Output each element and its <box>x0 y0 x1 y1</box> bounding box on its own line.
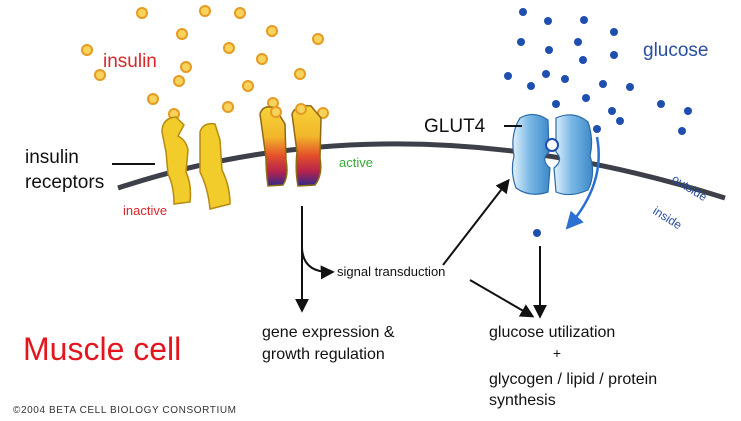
receptors-label-line1: insulin <box>25 147 79 168</box>
arrow-to-signal-transduction <box>301 247 335 280</box>
inside-label: inside <box>650 204 684 233</box>
copyright-label: ©2004 BETA CELL BIOLOGY CONSORTIUM <box>13 405 237 416</box>
signaling-arrows <box>295 178 547 319</box>
outside-label: outside <box>669 172 710 205</box>
cell-membrane <box>117 141 726 201</box>
muscle-cell-label: Muscle cell <box>23 331 181 367</box>
insulin-molecules <box>81 5 329 120</box>
arrow-signal-to-utilization <box>469 279 535 318</box>
arrow-signal-to-glut4 <box>442 178 510 266</box>
glycogen-synthesis-label-line2: synthesis <box>489 392 556 409</box>
inactive-label: inactive <box>123 203 167 218</box>
glut4-label: GLUT4 <box>424 116 486 137</box>
gene-expression-label-line2: growth regulation <box>262 346 385 363</box>
gene-expression-label-line1: gene expression & <box>262 324 395 341</box>
glycogen-synthesis-label-line1: glycogen / lipid / protein <box>489 371 657 388</box>
inactive-receptor <box>161 116 231 210</box>
glucose-utilization-label: glucose utilization <box>489 324 615 341</box>
signal-transduction-label: signal transduction <box>337 264 445 279</box>
active-label: active <box>339 155 373 170</box>
glut4-transporter <box>511 113 594 196</box>
glucose-label: glucose <box>643 40 709 61</box>
receptors-label-line2: receptors <box>25 172 104 193</box>
insulin-label: insulin <box>103 51 157 72</box>
glucose-molecules <box>504 8 692 237</box>
glucose-entry-arrow <box>565 136 600 230</box>
active-receptor <box>259 103 322 187</box>
plus-label: + <box>553 345 561 361</box>
